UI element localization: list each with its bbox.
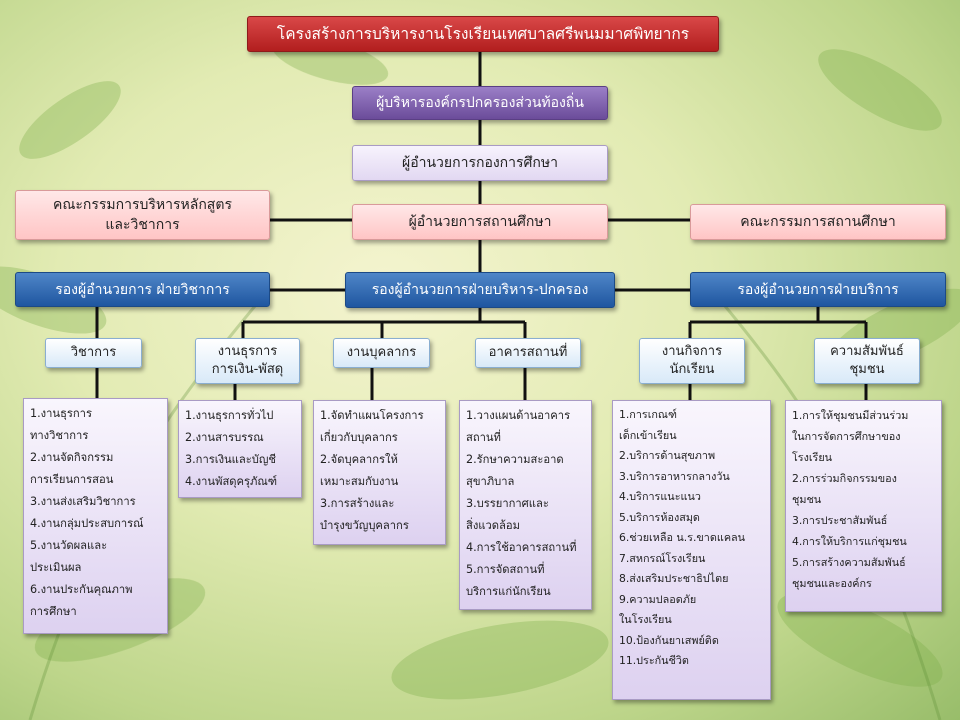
school-director-box: ผู้อำนวยการสถานศึกษา	[352, 204, 608, 240]
buildings-task-list: 1.วางแผนด้านอาคาร สถานที่ 2.รักษาความสะอ…	[459, 400, 592, 610]
unit-buildings-box: อาคารสถานที่	[475, 338, 581, 368]
list-item: 3.งานส่งเสริมวิชาการ	[30, 495, 136, 508]
list-item: 1.วางแผนด้านอาคาร สถานที่	[466, 409, 571, 444]
community-task-list: 1.การให้ชุมชนมีส่วนร่วม ในการจัดการศึกษา…	[785, 400, 942, 612]
list-item: 4.การใช้อาคารสถานที่	[466, 541, 577, 554]
list-item: 2.บริการด้านสุขภาพ	[619, 449, 716, 462]
list-item: 2.จัดบุคลากรให้ เหมาะสมกับงาน	[320, 453, 399, 488]
list-item: 4.งานกลุ่มประสบการณ์	[30, 517, 144, 530]
list-item: 5.บริการห้องสมุด	[619, 510, 700, 524]
list-item: 1.จัดทำแผนโครงการ เกี่ยวกับบุคลากร	[320, 409, 424, 444]
unit-finance-box: งานธุรการ การเงิน-พัสดุ	[195, 338, 300, 384]
deputy-academic-box: รองผู้อำนวยการ ฝ่ายวิชาการ	[15, 272, 270, 307]
list-item: 1.งานธุรการ ทางวิชาการ	[30, 407, 92, 442]
unit-academic-box: วิชาการ	[45, 338, 142, 368]
list-item: 4.บริการแนะแนว	[619, 490, 701, 503]
deputy-administration-box: รองผู้อำนวยการฝ่ายบริหาร-ปกครอง	[345, 272, 615, 308]
unit-personnel-box: งานบุคลากร	[333, 338, 430, 368]
list-item: 5.การจัดสถานที่ บริการแก่นักเรียน	[466, 563, 551, 598]
personnel-task-list: 1.จัดทำแผนโครงการ เกี่ยวกับบุคลากร 2.จัด…	[313, 400, 446, 545]
school-committee-box: คณะกรรมการสถานศึกษา	[690, 204, 946, 240]
list-item: 3.การสร้างและ บำรุงขวัญบุคลากร	[320, 497, 409, 532]
list-item: 2.รักษาความสะอาด สุขาภิบาล	[466, 453, 564, 488]
unit-community-box: ความสัมพันธ์ ชุมชน	[814, 338, 920, 384]
list-item: 2.การร่วมกิจกรรมของ ชุมชน	[792, 472, 897, 506]
finance-task-list: 1.งานธุรการทั่วไป 2.งานสารบรรณ 3.การเงิน…	[178, 400, 302, 498]
academic-task-list: 1.งานธุรการ ทางวิชาการ 2.งานจัดกิจกรรม ก…	[23, 398, 168, 634]
list-item: 4.งานพัสดุครุภัณฑ์	[185, 475, 278, 488]
list-item: 1.การเกณฑ์ เด็กเข้าเรียน	[619, 408, 677, 442]
list-item: 1.การให้ชุมชนมีส่วนร่วม ในการจัดการศึกษา…	[792, 409, 909, 464]
list-item: 11.ประกันชีวิต	[619, 654, 689, 667]
list-item: 6.งานประกันคุณภาพ การศึกษา	[30, 583, 133, 618]
list-item: 5.งานวัดผลและ ประเมินผล	[30, 539, 108, 574]
list-item: 2.งานจัดกิจกรรม การเรียนการสอน	[30, 451, 114, 486]
education-division-director-box: ผู้อำนวยการกองการศึกษา	[352, 145, 608, 181]
curriculum-committee-box: คณะกรรมการบริหารหลักสูตร และวิชาการ	[15, 190, 270, 240]
list-item: 4.การให้บริการแก่ชุมชน	[792, 535, 907, 548]
list-item: 9.ความปลอดภัย ในโรงเรียน	[619, 592, 697, 627]
list-item: 2.งานสารบรรณ	[185, 431, 264, 444]
unit-student-affairs-box: งานกิจการ นักเรียน	[639, 338, 745, 384]
deputy-services-box: รองผู้อำนวยการฝ่ายบริการ	[690, 272, 946, 307]
list-item: 8.ส่งเสริมประชาธิปไตย	[619, 572, 729, 585]
list-item: 3.บรรยากาศและ สิ่งแวดล้อม	[466, 497, 549, 532]
list-item: 10.ป้องกันยาเสพย์ติด	[619, 633, 719, 647]
list-item: 6.ช่วยเหลือ น.ร.ขาดแคลน	[619, 531, 746, 544]
list-item: 7.สหกรณ์โรงเรียน	[619, 551, 706, 565]
list-item: 1.งานธุรการทั่วไป	[185, 409, 274, 422]
student-affairs-task-list: 1.การเกณฑ์ เด็กเข้าเรียน 2.บริการด้านสุข…	[612, 400, 771, 700]
local-government-administrator-box: ผู้บริหารองค์กรปกครองส่วนท้องถิ่น	[352, 86, 608, 120]
list-item: 3.การประชาสัมพันธ์	[792, 514, 888, 527]
list-item: 5.การสร้างความสัมพันธ์ ชุมชนและองค์กร	[792, 556, 906, 590]
list-item: 3.การเงินและบัญชี	[185, 453, 276, 466]
chart-title: โครงสร้างการบริหารงานโรงเรียนเทศบาลศรีพน…	[247, 16, 719, 52]
list-item: 3.บริการอาหารกลางวัน	[619, 469, 730, 483]
